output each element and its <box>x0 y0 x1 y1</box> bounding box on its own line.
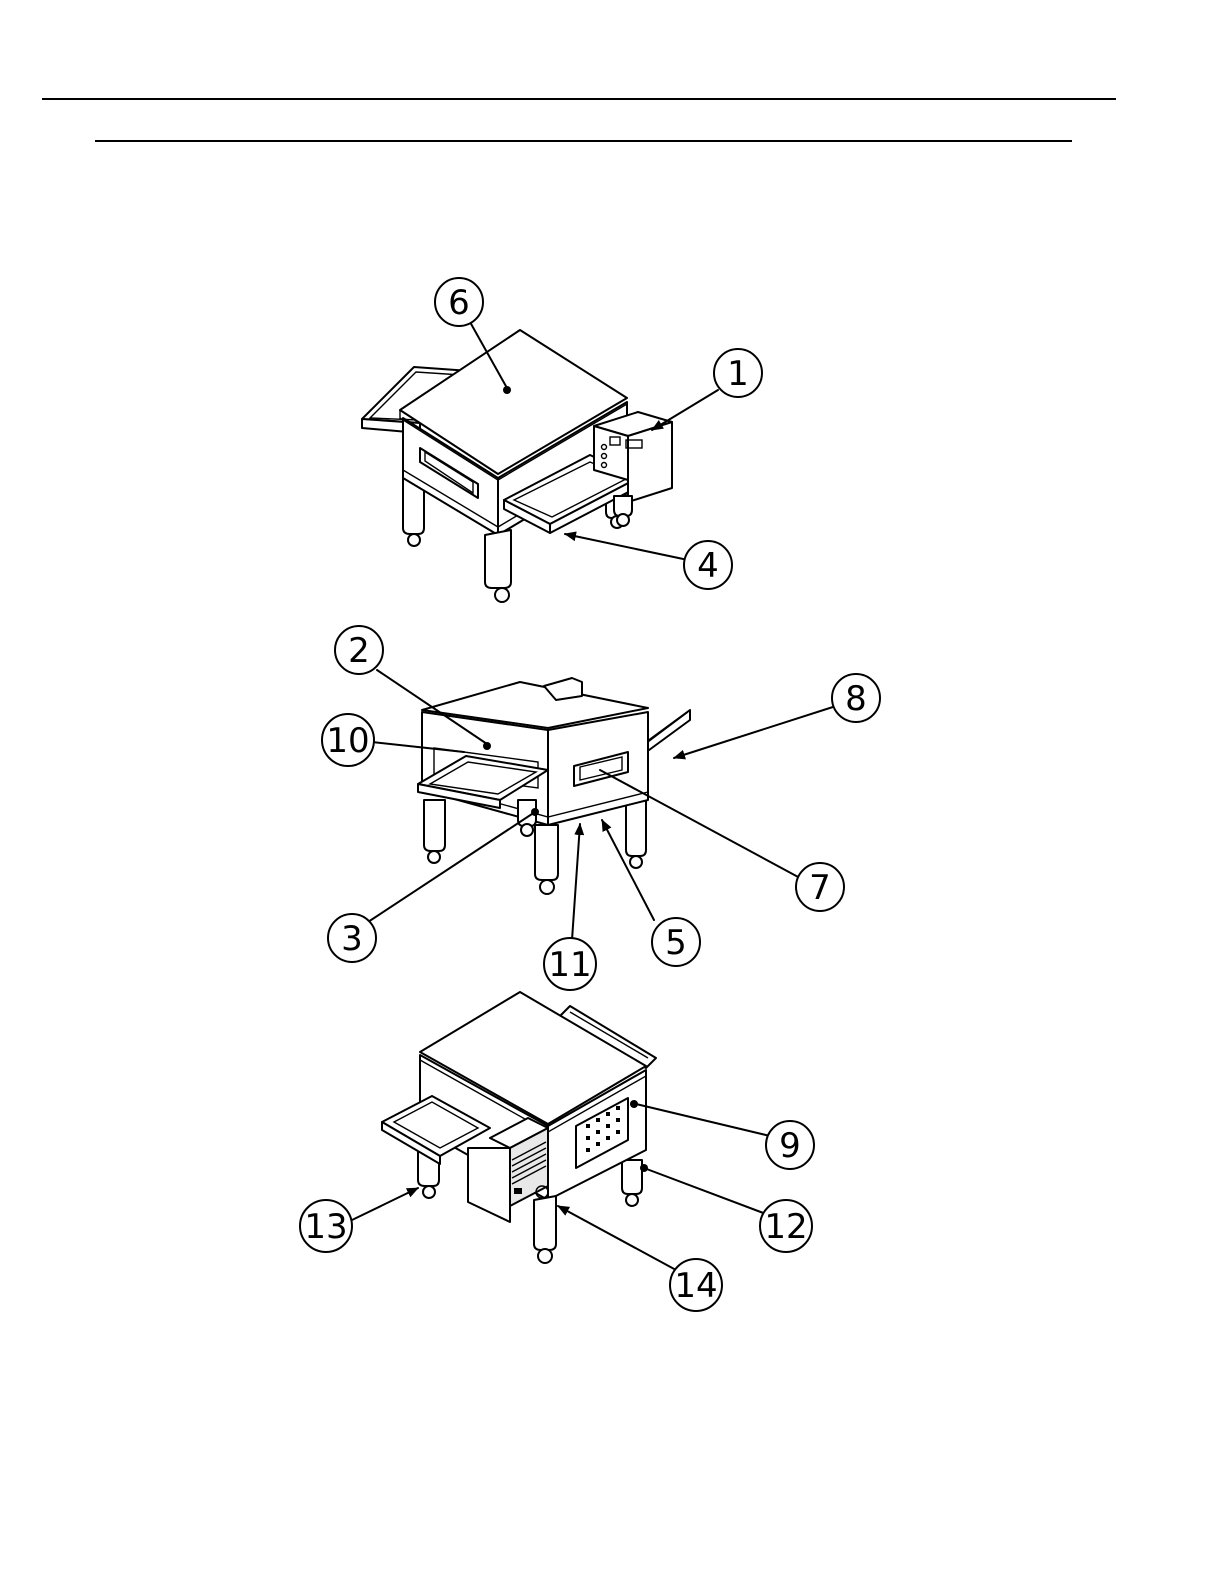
svg-text:2: 2 <box>348 631 370 671</box>
svg-text:4: 4 <box>697 546 719 586</box>
callout-6: 6 <box>435 278 483 326</box>
svg-text:8: 8 <box>845 679 867 719</box>
callout-11: 11 <box>544 938 596 990</box>
svg-text:9: 9 <box>779 1126 801 1166</box>
svg-text:14: 14 <box>674 1266 717 1306</box>
callout-4: 4 <box>684 541 732 589</box>
callout-10: 10 <box>322 714 374 766</box>
svg-text:10: 10 <box>326 721 369 761</box>
svg-text:1: 1 <box>727 354 749 394</box>
callout-8: 8 <box>832 674 880 722</box>
callout-12: 12 <box>760 1200 812 1252</box>
svg-text:7: 7 <box>809 868 831 908</box>
oven-view-front <box>362 330 672 602</box>
callout-2: 2 <box>335 626 383 674</box>
callout-14: 14 <box>670 1259 722 1311</box>
callout-9: 9 <box>766 1121 814 1169</box>
callout-13: 13 <box>300 1200 352 1252</box>
svg-text:12: 12 <box>764 1207 807 1247</box>
svg-text:6: 6 <box>448 283 470 323</box>
svg-text:11: 11 <box>548 945 591 985</box>
callout-3: 3 <box>328 914 376 962</box>
svg-text:5: 5 <box>665 923 687 963</box>
callout-1: 1 <box>714 349 762 397</box>
svg-text:3: 3 <box>341 919 363 959</box>
oven-view-rear <box>382 992 656 1263</box>
callout-5: 5 <box>652 918 700 966</box>
svg-text:13: 13 <box>304 1207 347 1247</box>
callout-7: 7 <box>796 863 844 911</box>
